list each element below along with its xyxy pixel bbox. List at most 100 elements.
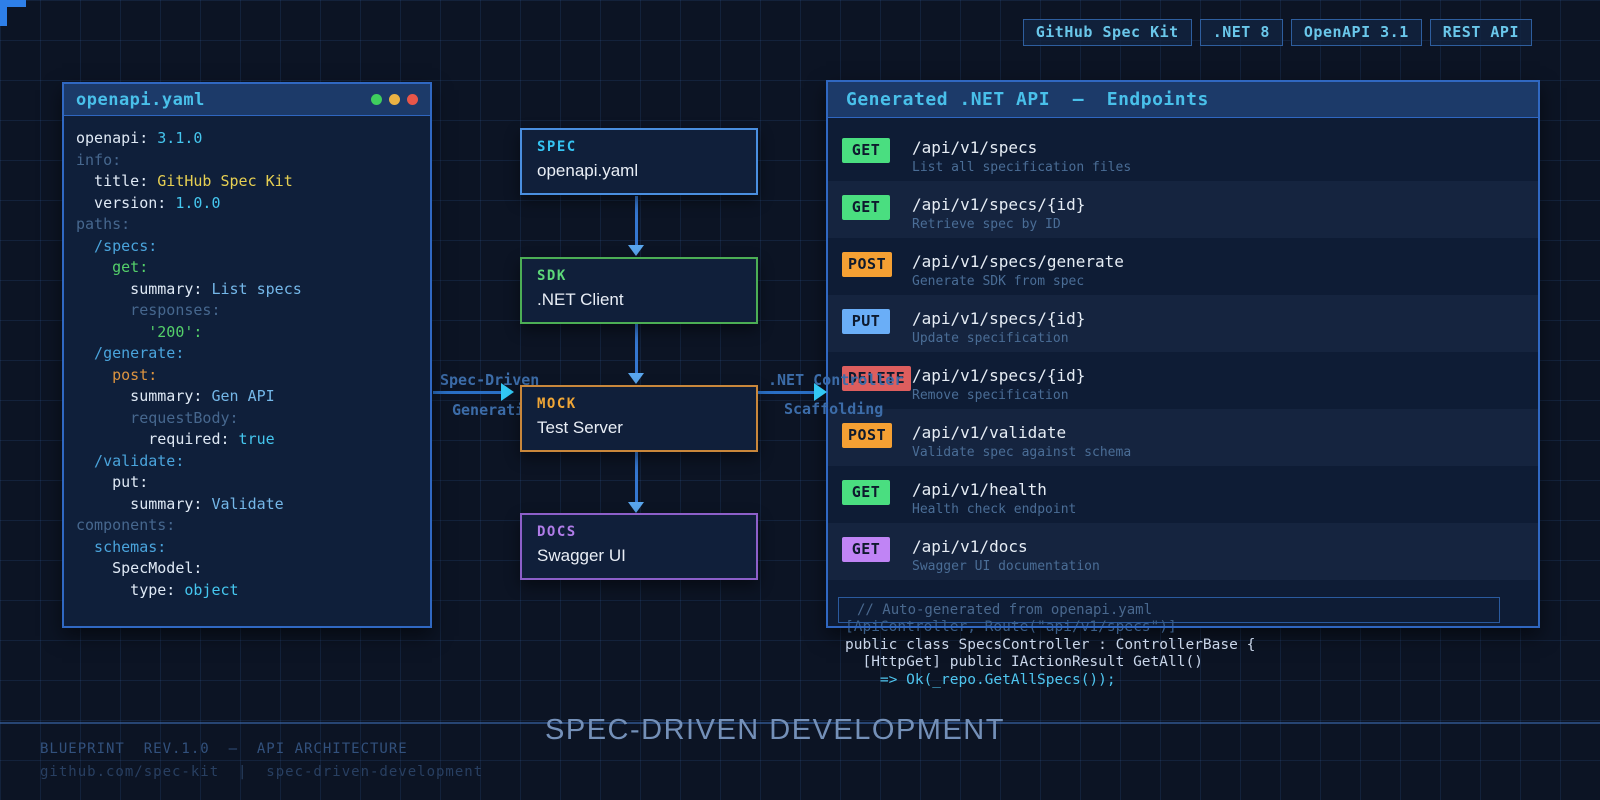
- connector-left-line: [433, 391, 501, 394]
- yaml-line: get:: [76, 258, 149, 276]
- yaml-line: openapi: 3.1.0: [76, 129, 203, 147]
- yaml-line: put:: [76, 473, 149, 491]
- connector-left-label-1: Spec-Driven: [440, 371, 540, 389]
- arrow-down-icon: [628, 324, 644, 384]
- endpoint-path: /api/v1/health: [912, 480, 1047, 499]
- endpoint-row[interactable]: DELETE/api/v1/specs/{id} Remove specifica…: [828, 352, 1538, 409]
- node-name: Test Server: [537, 418, 623, 437]
- yaml-line: paths:: [76, 215, 131, 233]
- endpoint-path: /api/v1/docs: [912, 537, 1028, 556]
- yaml-line: components:: [76, 516, 176, 534]
- flow-node-mock[interactable]: MOCK Test Server: [520, 385, 758, 452]
- code-comment-box: // Auto-generated from openapi.yaml: [838, 597, 1500, 623]
- endpoint-text: /api/v1/specs/{id} Retrieve spec by ID: [912, 195, 1085, 233]
- badge-openapi-3-1[interactable]: OpenAPI 3.1: [1290, 19, 1422, 46]
- node-name: Swagger UI: [537, 546, 626, 565]
- editor-titlebar[interactable]: openapi.yaml: [64, 84, 430, 116]
- method-badge-col: GET: [842, 480, 912, 505]
- endpoint-path: /api/v1/specs/{id}: [912, 195, 1086, 214]
- node-name: .NET Client: [537, 290, 624, 309]
- traffic-light-1[interactable]: [371, 94, 382, 105]
- flow-node-spec[interactable]: SPEC openapi.yaml: [520, 128, 758, 195]
- yaml-line: post:: [76, 365, 158, 384]
- yaml-line: /generate:: [76, 344, 185, 362]
- connector-right-label-2: Scaffolding: [784, 400, 884, 418]
- api-panel-title: Generated .NET API — Endpoints: [828, 82, 1538, 118]
- node-tag: DOCS: [537, 524, 577, 540]
- endpoint-desc: Remove specification: [912, 388, 1069, 403]
- endpoint-path: /api/v1/specs/{id}: [912, 309, 1086, 328]
- yaml-line: '200':: [76, 322, 203, 341]
- method-badge: GET: [842, 537, 890, 562]
- footer-divider: [0, 722, 1600, 724]
- connector-right-line: [756, 391, 814, 394]
- code-line: [HttpGet] public IActionResult GetAll(): [845, 654, 1203, 670]
- arrow-right-icon: [814, 383, 827, 401]
- page-title: SPEC-DRIVEN DEVELOPMENT: [545, 714, 1005, 746]
- method-badge-col: DELETE: [842, 366, 912, 391]
- flow-node-sdk[interactable]: SDK.NET Client: [520, 257, 758, 324]
- node-name: openapi.yaml: [537, 161, 639, 180]
- node-tag: MOCK: [537, 396, 577, 412]
- code-line: public class SpecsController : Controlle…: [845, 636, 1256, 653]
- badge-github-spec-kit[interactable]: GitHub Spec Kit: [1022, 19, 1192, 46]
- endpoint-row[interactable]: PUT/api/v1/specs/{id} Update specificatio…: [828, 295, 1538, 352]
- endpoint-text: /api/v1/specs/{id} Remove specification: [912, 366, 1085, 404]
- badge--net-8[interactable]: .NET 8: [1199, 19, 1283, 46]
- yaml-line: summary: Gen API: [76, 387, 275, 405]
- method-badge: POST: [842, 423, 893, 448]
- method-badge: PUT: [842, 309, 890, 334]
- endpoint-path: /api/v1/specs/{id}: [912, 366, 1086, 385]
- method-badge-col: POST: [842, 252, 912, 277]
- node-tag: SPEC: [537, 139, 577, 155]
- yaml-line: summary: Validate: [76, 494, 284, 513]
- badge-row: GitHub Spec Kit .NET 8 OpenAPI 3.1 REST API: [1022, 19, 1532, 46]
- endpoint-desc: Validate spec against schema: [912, 445, 1132, 460]
- yaml-line: schemas:: [76, 537, 167, 556]
- traffic-light-2[interactable]: [389, 94, 400, 105]
- yaml-line: /validate:: [76, 451, 185, 470]
- endpoint-path: /api/v1/specs: [912, 138, 1038, 157]
- method-badge-col: POST: [842, 423, 912, 448]
- panel-bottom-border: [826, 626, 1540, 628]
- connector-right-label-1: .NET Controller: [768, 371, 904, 389]
- endpoint-desc: Swagger UI documentation: [912, 559, 1100, 574]
- yaml-code: openapi: 3.1.0 info: title: GitHub Spec K…: [64, 116, 430, 601]
- endpoint-desc: Retrieve spec by ID: [912, 217, 1061, 232]
- endpoint-row[interactable]: GET/api/v1/specs/{id} Retrieve spec by ID: [828, 181, 1538, 238]
- yaml-line: summary: List specs: [76, 279, 302, 298]
- footer-repo-path: github.com/spec-kit | spec-driven-develo…: [40, 764, 484, 780]
- editor-title: openapi.yaml: [76, 89, 205, 110]
- traffic-light-3[interactable]: [407, 94, 418, 105]
- yaml-line: title: GitHub Spec Kit: [76, 172, 293, 190]
- yaml-line: type: object: [76, 580, 239, 599]
- arrow-down-icon: [628, 196, 644, 256]
- yaml-line: /specs:: [76, 236, 158, 255]
- badge-rest-api[interactable]: REST API: [1429, 19, 1532, 46]
- arrow-right-icon: [501, 383, 514, 401]
- yaml-line: info:: [76, 150, 122, 169]
- endpoint-path: /api/v1/specs/generate: [912, 252, 1124, 271]
- endpoint-desc: Update specification: [912, 331, 1069, 346]
- method-badge: GET: [842, 195, 890, 220]
- flow-node-docs[interactable]: DOCS Swagger UI: [520, 513, 758, 580]
- endpoint-path: /api/v1/validate: [912, 423, 1067, 442]
- arrow-down-icon: [628, 452, 644, 513]
- yaml-line: SpecModel:: [76, 559, 203, 577]
- method-badge: POST: [842, 252, 893, 277]
- yaml-line: responses:: [76, 301, 221, 319]
- method-badge-col: GET: [842, 195, 912, 220]
- endpoint-desc: Health check endpoint: [912, 502, 1077, 517]
